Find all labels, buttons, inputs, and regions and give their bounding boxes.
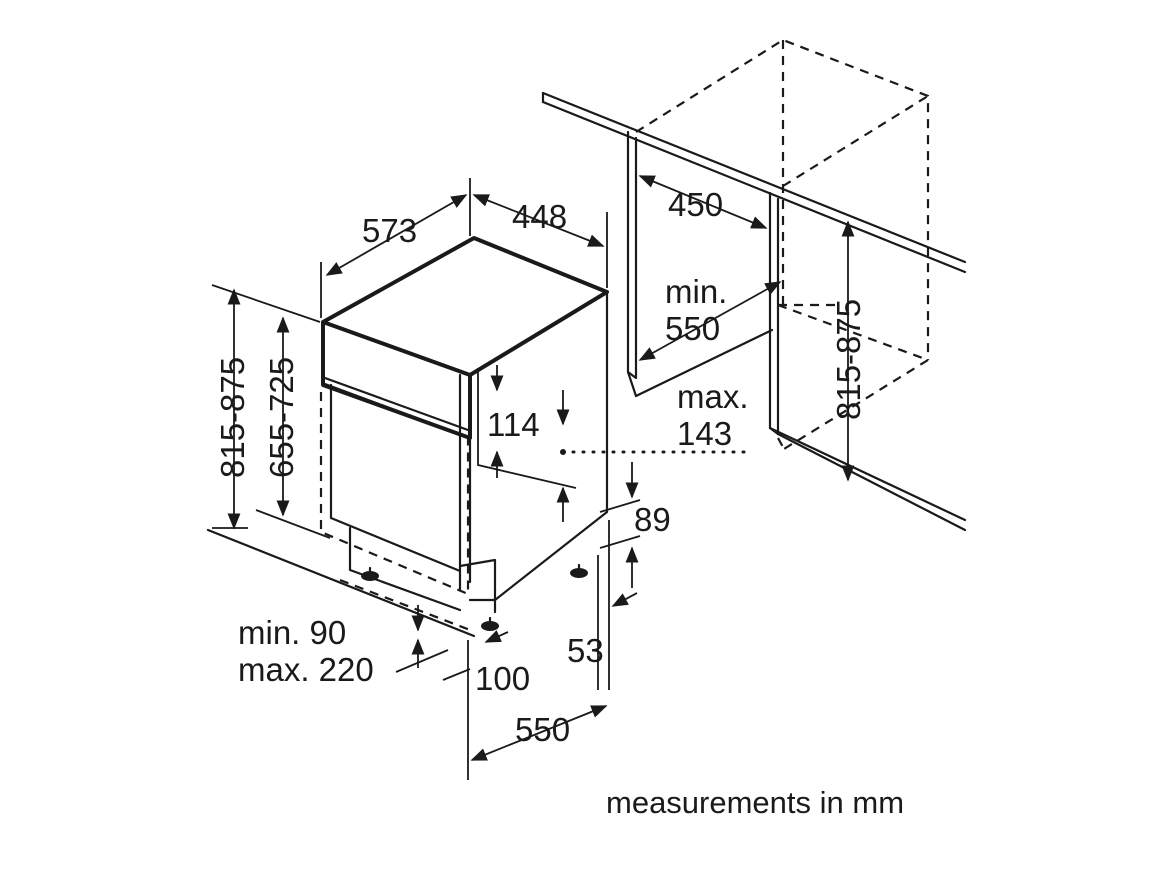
dim-arrow-53 [611,592,638,607]
label-114: 114 [487,406,540,443]
dimension-labels: 573 448 815-875 655-725 114 max. 143 89 … [214,186,867,748]
dim-line-niche-550 [638,281,782,361]
integrated-door-dashed [319,392,470,596]
dim-line-448 [472,194,605,247]
cabinet-right-panel [768,191,780,436]
niche-dashed-outline [635,38,930,360]
niche-cabinet [541,38,967,532]
label-100: 100 [475,660,530,697]
dim-line-573 [325,194,468,276]
dishwasher-top-face [321,236,609,377]
label-max-line1: max. [677,378,749,415]
cabinet-left-panel [626,130,638,380]
dim-line-550-bottom [470,705,608,761]
label-573: 573 [362,212,417,249]
label-niche-min-line1: min. [665,273,727,310]
dimension-lines [211,175,855,780]
dishwasher-body [206,236,609,638]
label-448: 448 [512,198,567,235]
control-panel [321,322,472,440]
dim-arrow-100 [484,630,509,643]
label-plinth-min: min. 90 [238,614,346,651]
label-max-line2: 143 [677,415,732,452]
label-450: 450 [668,186,723,223]
label-550-bottom: 550 [515,711,570,748]
dim-line-450 [638,175,768,229]
dishwasher-door-bottom [329,383,462,573]
label-815-875-niche: 815-875 [830,299,867,420]
label-655-725: 655-725 [263,357,300,478]
label-89: 89 [634,501,671,538]
label-niche-min-line2: 550 [665,310,720,347]
label-53: 53 [567,632,604,669]
measurements-caption: measurements in mm [606,785,904,820]
label-plinth-max: max. 220 [238,651,374,688]
label-815-875-left: 815-875 [214,357,251,478]
dishwasher-side [468,290,609,602]
